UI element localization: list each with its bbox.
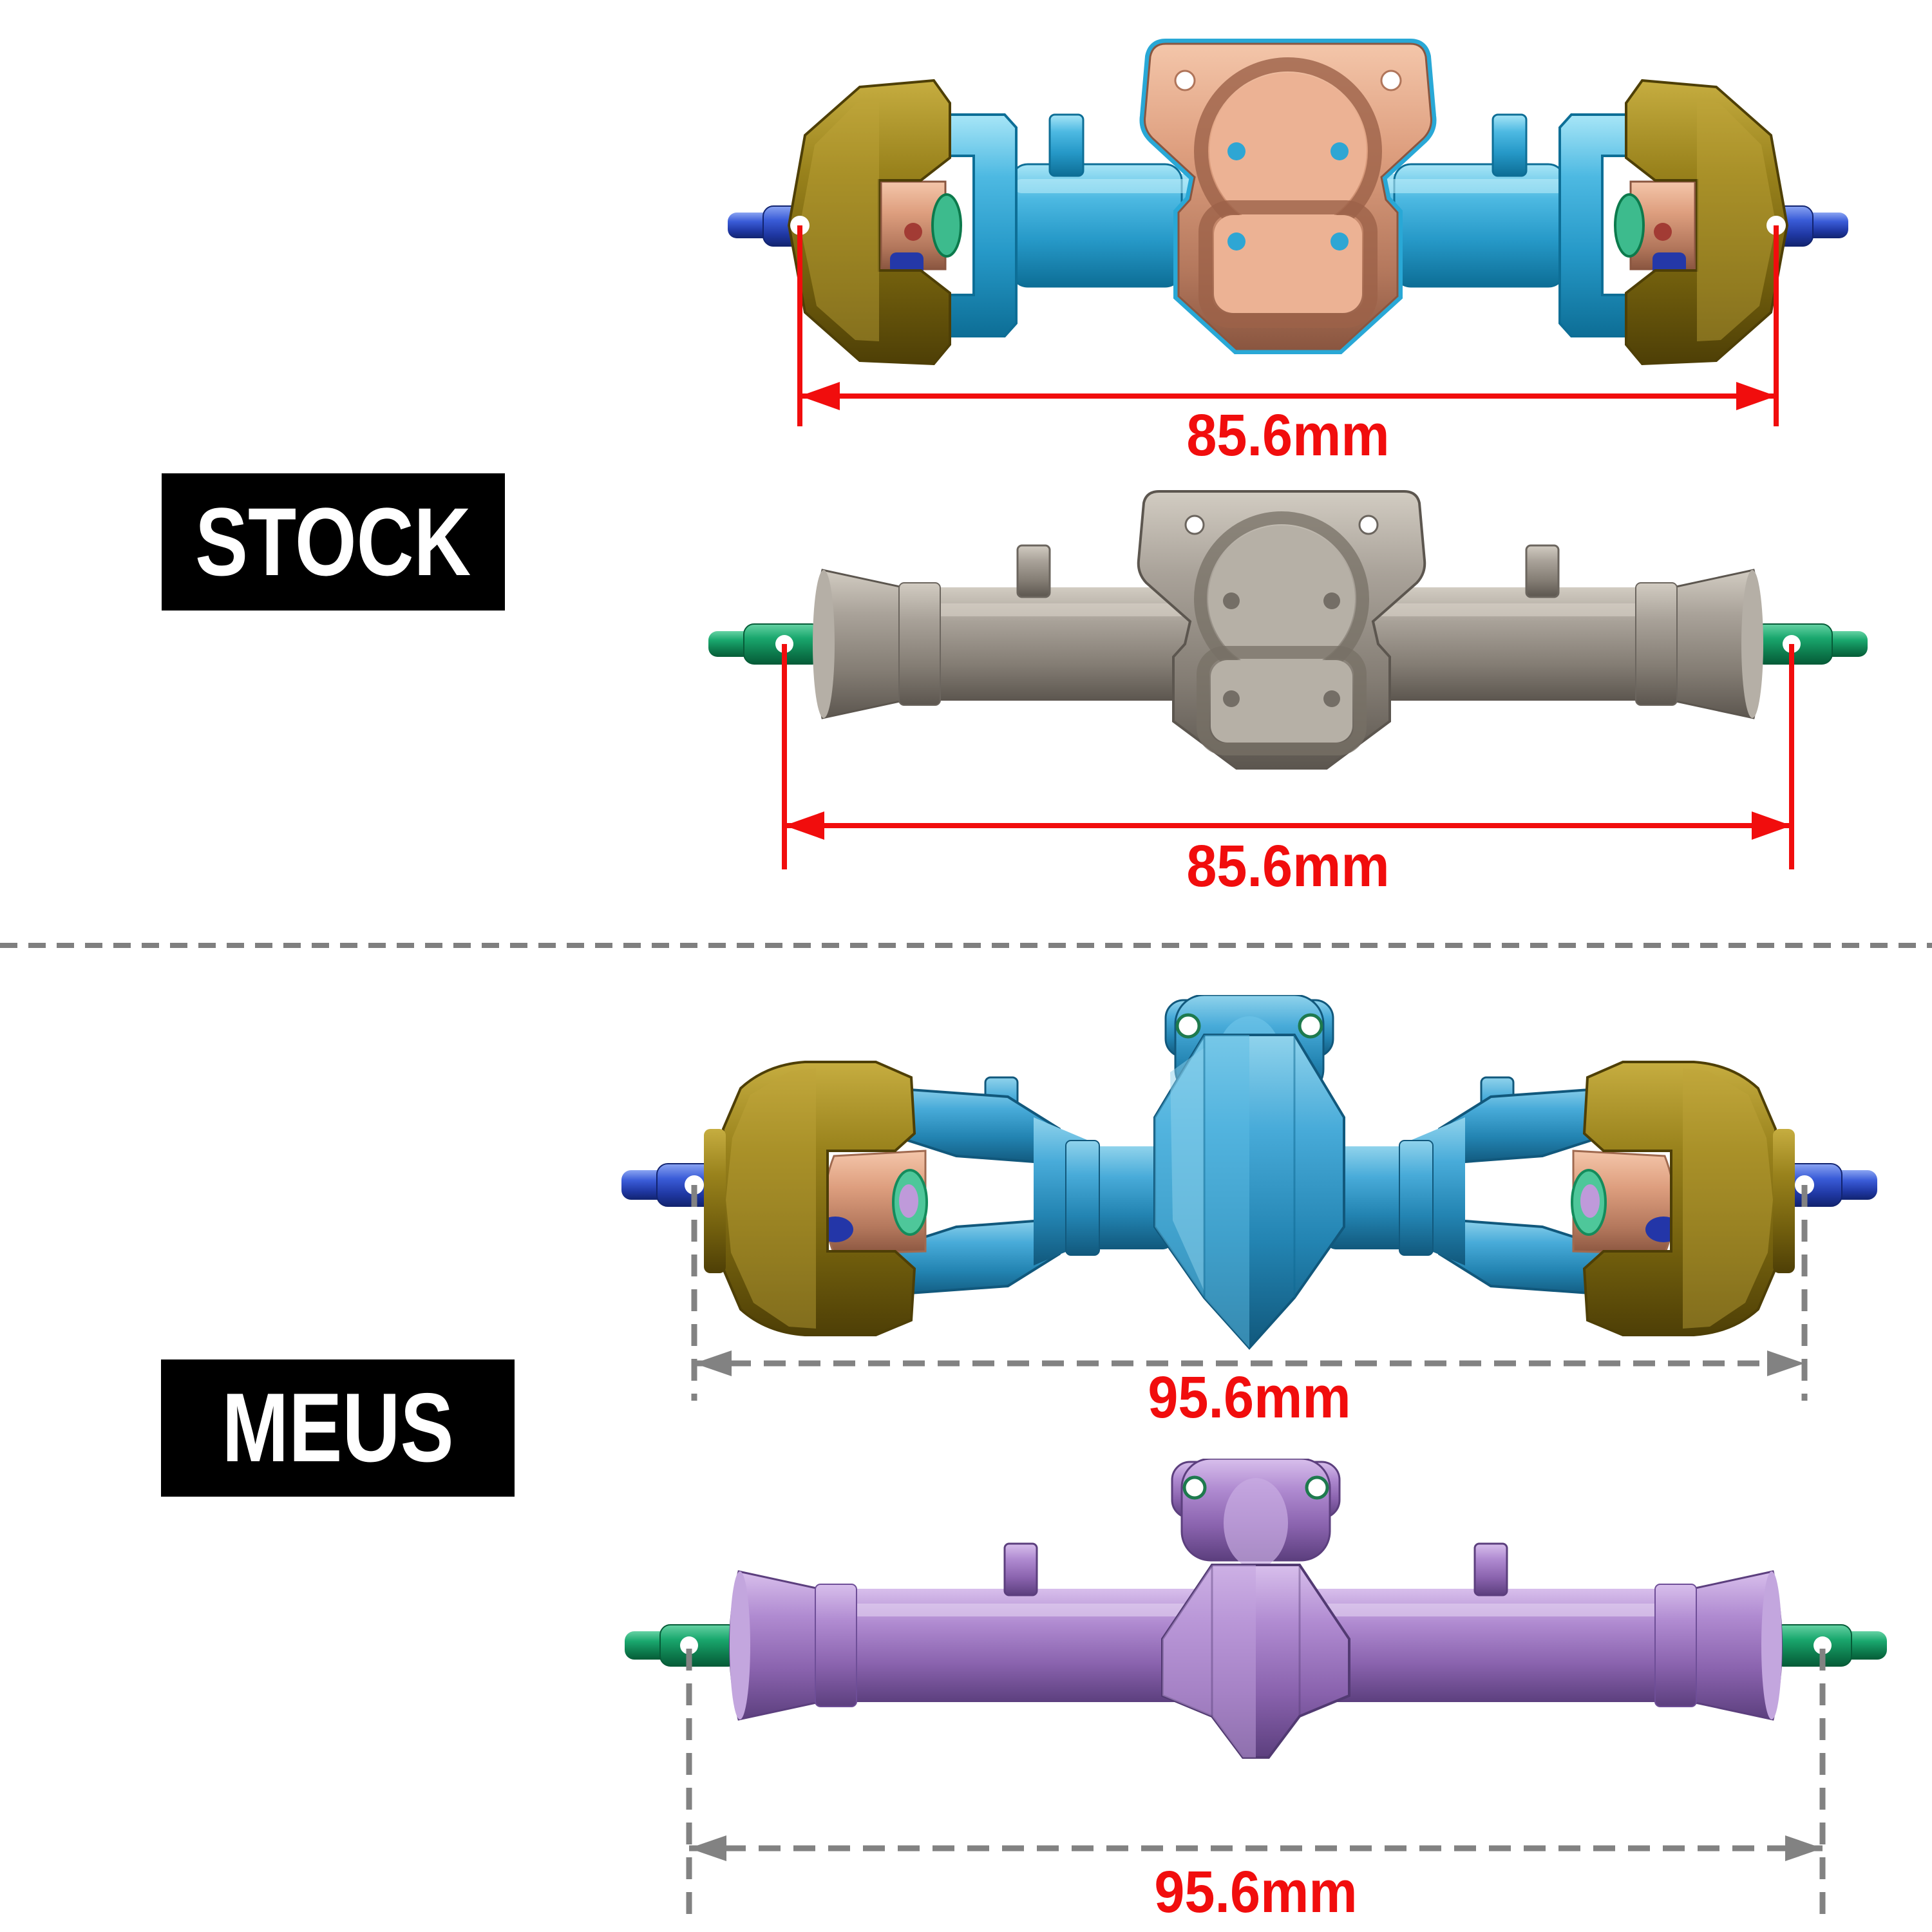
stock-rear-axle-illustration xyxy=(708,490,1868,770)
link-mount-tab xyxy=(1016,544,1051,598)
diff-cover xyxy=(1171,1459,1341,1568)
mount-hole xyxy=(1298,1013,1323,1039)
diff-pumpkin xyxy=(1161,1564,1350,1759)
arrowhead-left xyxy=(689,1835,726,1861)
stock-section-label: STOCK xyxy=(162,473,505,611)
bolt-hole xyxy=(1227,232,1245,251)
pumpkin-highlight xyxy=(1170,1048,1204,1291)
arrowhead-right xyxy=(1767,1350,1804,1376)
bolt-hole xyxy=(1227,142,1245,160)
cover-panel xyxy=(1211,660,1352,743)
cover-dome xyxy=(1224,1478,1288,1568)
cover-dome xyxy=(1209,73,1367,230)
link-mount-tab xyxy=(1048,113,1084,177)
arrowhead-left xyxy=(800,382,840,410)
bolt-hole xyxy=(1223,592,1240,609)
link-mount-tab xyxy=(1525,544,1560,598)
section-divider xyxy=(0,943,1932,948)
meus-rear-axle-illustration xyxy=(625,1459,1887,1759)
bolt-hole xyxy=(1331,232,1349,251)
arrowhead-left xyxy=(694,1350,732,1376)
dimension-label: 95.6mm xyxy=(1154,1859,1358,1925)
link-mount-tab xyxy=(1473,1542,1508,1596)
meus-section-label: MEUS xyxy=(161,1359,515,1497)
cover-dome xyxy=(1208,526,1355,672)
stock-rear-dimension xyxy=(782,644,1794,869)
bolt-hole xyxy=(1323,690,1340,707)
diff-cover xyxy=(1139,39,1437,354)
bolt-hole xyxy=(1323,592,1340,609)
meus-rear-dimension xyxy=(686,1649,1826,1922)
cover-panel-shadow xyxy=(1198,200,1378,328)
cover-panel xyxy=(1214,215,1362,313)
diff-cover xyxy=(1137,490,1426,770)
dimension-label: 85.6mm xyxy=(1186,402,1390,468)
pumpkin-facet xyxy=(1162,1565,1256,1757)
bolt-hole xyxy=(1223,690,1240,707)
mount-hole xyxy=(1184,515,1205,535)
meus-front-dimension xyxy=(691,1185,1808,1401)
arrowhead-right xyxy=(1736,382,1776,410)
mount-hole xyxy=(1174,70,1196,91)
link-mount-tab xyxy=(1003,1542,1038,1596)
stock-front-axle-illustration xyxy=(728,39,1848,365)
arrowhead-right xyxy=(1752,811,1792,840)
arrowhead-left xyxy=(784,811,824,840)
meus-front-axle-illustration xyxy=(621,995,1877,1350)
meus-label-text: MEUS xyxy=(222,1373,454,1482)
stock-label-text: STOCK xyxy=(195,488,471,596)
link-mount-tab xyxy=(1492,113,1528,177)
bolt-hole xyxy=(1331,142,1349,160)
mount-hole xyxy=(1182,1475,1207,1500)
mount-hole xyxy=(1305,1475,1329,1500)
dimension-label: 95.6mm xyxy=(1148,1365,1351,1430)
diff-pumpkin xyxy=(1153,1034,1345,1350)
mount-hole xyxy=(1380,70,1402,91)
dimension-label: 85.6mm xyxy=(1186,833,1390,899)
arrowhead-right xyxy=(1785,1835,1823,1861)
cover-panel-shadow xyxy=(1197,646,1367,755)
mount-hole xyxy=(1358,515,1379,535)
mount-hole xyxy=(1175,1013,1201,1039)
stock-front-dimension xyxy=(797,225,1779,426)
